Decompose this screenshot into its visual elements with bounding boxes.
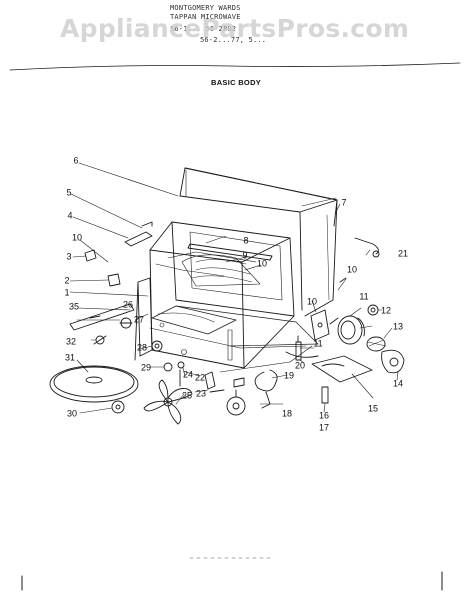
callout-31: 29 [140, 362, 152, 373]
callout-20: 18 [281, 408, 293, 419]
callout-26: 24 [182, 369, 194, 380]
header-line-1: MONTGOMERY WARDS [170, 4, 241, 12]
callout-17: 15 [367, 403, 379, 414]
callout-22: 20 [294, 360, 306, 371]
callout-10-right: 10 [306, 296, 318, 307]
watermark: AppliancePartsPros.com [60, 14, 410, 43]
callout-5: 5 [66, 187, 72, 198]
callout-15: 13 [392, 321, 404, 332]
callout-25: 23 [195, 388, 207, 399]
callout-19: 17 [318, 422, 330, 433]
callout-27: 25 [181, 390, 193, 401]
callout-28: 26 [122, 299, 134, 310]
callout-7: 7 [341, 197, 347, 208]
callout-1: 1 [64, 287, 70, 298]
section-title: BASIC BODY [211, 78, 262, 87]
callout-2: 2 [64, 275, 70, 286]
callout-23: 21 [397, 248, 409, 259]
header-line-3: 56-1... 56-2892 [170, 25, 237, 33]
header-line-2: TAPPAN MICROWAVE [170, 13, 241, 21]
callout-6: 6 [73, 155, 79, 166]
callout-13: 11 [359, 291, 369, 302]
callout-14: 12 [380, 305, 392, 316]
callout-34: 32 [65, 336, 77, 347]
callout-32: 30 [66, 408, 78, 419]
callout-10-center: 10 [256, 258, 268, 269]
callout-16: 14 [392, 378, 404, 389]
callout-33: 31 [64, 352, 76, 363]
callout-3: 3 [66, 251, 72, 262]
callout-8: 8 [243, 235, 249, 246]
header-line-4: 56-2...77, 5... [200, 36, 267, 44]
callout-12: 10 [346, 264, 358, 275]
callout-35: 35 [68, 301, 80, 312]
callout-9: 9 [242, 250, 248, 261]
callout-10-left: 10 [71, 232, 83, 243]
callout-24: 22 [194, 372, 206, 383]
callout-30: 28 [136, 342, 148, 353]
callout-29: 27 [133, 314, 145, 325]
callout-11: 11 [313, 338, 323, 349]
callout-18: 16 [318, 410, 330, 421]
callout-21: 19 [283, 370, 295, 381]
callout-4: 4 [67, 210, 73, 221]
